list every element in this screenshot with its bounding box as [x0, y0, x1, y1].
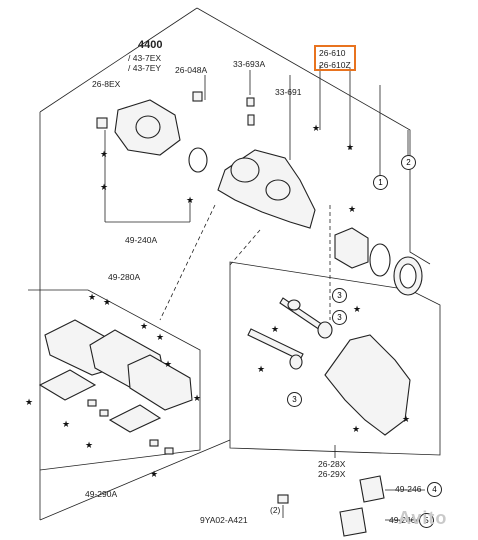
star-marker: ★: [103, 297, 112, 307]
label-49-246a: 49-246A: [389, 515, 422, 525]
callout-3-lower: 3: [287, 392, 302, 407]
label-43-7ex: / 43-7EX: [128, 53, 162, 63]
callout-4: 4: [427, 482, 442, 497]
star-marker: ★: [353, 304, 362, 314]
clip-2: [99, 409, 109, 417]
star-marker: ★: [85, 440, 94, 450]
clip-1: [87, 399, 97, 407]
pad-frame: [28, 289, 201, 471]
caliper-cylinder: [230, 157, 260, 183]
label-26-8ex: 26-8EX: [92, 79, 121, 89]
frame-upper-left: [39, 7, 198, 113]
clip-3: [149, 439, 159, 447]
label-26-048a: 26-048A: [175, 65, 208, 75]
guide-pin-1: [279, 297, 324, 331]
star-marker: ★: [156, 332, 165, 342]
oring: [188, 147, 208, 173]
star-marker: ★: [257, 364, 266, 374]
guide-dashed-3: [229, 229, 261, 266]
star-marker: ★: [348, 204, 357, 214]
bleeder-cap: [246, 97, 255, 107]
label-4400: 4400: [138, 39, 163, 51]
piston: [334, 227, 369, 269]
label-49-280a: 49-280A: [108, 272, 141, 282]
callout-5: 5: [419, 513, 434, 528]
label-43-7ey: / 43-7EY: [128, 63, 162, 73]
star-marker: ★: [150, 469, 159, 479]
frame-bottom: [39, 439, 231, 521]
bolt-head: [96, 117, 108, 129]
shim-1: [38, 369, 97, 401]
star-marker: ★: [62, 419, 71, 429]
watermark-avito: Avito: [398, 508, 448, 528]
star-marker: ★: [312, 123, 321, 133]
bracket-frame: [229, 261, 441, 456]
label-49-290a: 49-290A: [85, 489, 118, 499]
brake-pad-3: [127, 354, 193, 411]
star-marker: ★: [346, 142, 355, 152]
label-26-610: 26-610: [319, 48, 346, 58]
star-marker: ★: [164, 359, 173, 369]
shim-2: [108, 404, 162, 433]
caliper-cylinder-2: [265, 179, 291, 201]
star-marker: ★: [271, 324, 280, 334]
bracket-bolt: [277, 494, 289, 504]
label-33-693a: 33-693A: [233, 59, 266, 69]
label-33-691: 33-691: [275, 87, 302, 97]
star-marker: ★: [193, 393, 202, 403]
pin-boot-2: [289, 354, 303, 370]
highlight-box: [314, 45, 356, 71]
guide-dashed-1: [159, 204, 216, 321]
star-marker: ★: [352, 424, 361, 434]
shim-49-246a: [339, 507, 367, 537]
star-marker: ★: [402, 414, 411, 424]
label-2-paren: (2): [270, 505, 281, 515]
caliper-bracket: [324, 334, 411, 436]
pin-boot-1: [287, 299, 301, 311]
label-26-28x: 26-28X: [318, 459, 346, 469]
star-marker: ★: [140, 321, 149, 331]
motor-face: [135, 115, 161, 139]
label-9ya02-a421: 9YA02-A421: [200, 515, 248, 525]
guide-pin-2: [247, 328, 304, 361]
piston-seal: [369, 243, 391, 277]
star-marker: ★: [100, 182, 109, 192]
callout-3-upper: 3: [332, 288, 347, 303]
star-marker: ★: [100, 149, 109, 159]
callout-1: 1: [373, 175, 388, 190]
star-marker: ★: [88, 292, 97, 302]
clip-4: [164, 447, 174, 455]
star-marker: ★: [186, 195, 195, 205]
callout-2: 2: [401, 155, 416, 170]
star-marker: ★: [25, 397, 34, 407]
dust-boot-inner: [399, 263, 417, 289]
label-26-610z: 26-610Z: [319, 60, 351, 70]
bleeder-screw: [247, 114, 255, 126]
pin-boot-3: [317, 321, 333, 339]
frame-upper: [196, 7, 431, 265]
label-49-240a: 49-240A: [125, 235, 158, 245]
label-49-246: 49-246: [395, 484, 422, 494]
banjo-bolt: [192, 91, 203, 102]
label-26-29x: 26-29X: [318, 469, 346, 479]
callout-3-middle: 3: [332, 310, 347, 325]
shim-49-246: [359, 475, 385, 503]
